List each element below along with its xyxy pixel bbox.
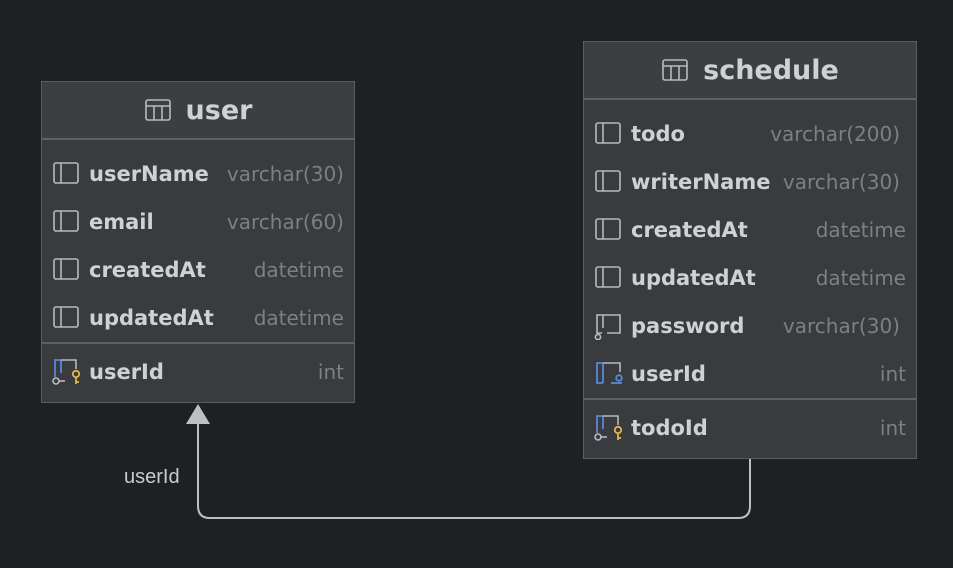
column-icon [53, 162, 79, 184]
column-name: password [631, 314, 745, 338]
column-row[interactable]: updatedAt datetime [42, 294, 354, 342]
column-type: int [879, 362, 906, 386]
column-type: datetime [815, 266, 906, 290]
column-icon [595, 170, 621, 192]
column-name: email [89, 210, 154, 234]
table-header: schedule [584, 42, 916, 100]
column-name: createdAt [89, 258, 206, 282]
column-row[interactable]: writerName varchar(30) [584, 158, 916, 206]
column-type: varchar(60) [226, 210, 344, 234]
table-title: user [185, 94, 253, 126]
column-type: varchar(30) [782, 170, 900, 194]
column-name: todoId [631, 416, 708, 440]
table-icon [144, 99, 171, 121]
relationship-arrowhead [186, 404, 210, 424]
column-type: int [317, 360, 344, 384]
column-row[interactable]: todo varchar(200) [584, 110, 916, 158]
column-name: updatedAt [631, 266, 756, 290]
column-type: datetime [253, 258, 344, 282]
column-name: todo [631, 122, 685, 146]
primary-key-row[interactable]: todoId int [584, 400, 916, 456]
column-row[interactable]: createdAt datetime [584, 206, 916, 254]
column-icon [595, 218, 621, 240]
column-name: updatedAt [89, 306, 214, 330]
column-row[interactable]: email varchar(60) [42, 198, 354, 246]
column-icon [53, 258, 79, 280]
column-name: writerName [631, 170, 771, 194]
column-row[interactable]: userName varchar(30) [42, 150, 354, 198]
key-separator [584, 398, 916, 400]
primary-key-icon [52, 359, 81, 385]
column-row[interactable]: password varchar(30) [584, 302, 916, 350]
key-separator [42, 342, 354, 344]
column-icon [595, 122, 621, 144]
column-name: createdAt [631, 218, 748, 242]
primary-key-row[interactable]: userId int [42, 344, 354, 400]
table-header: user [42, 82, 354, 140]
column-icon [595, 266, 621, 288]
column-type: datetime [253, 306, 344, 330]
primary-key-icon [594, 415, 623, 441]
column-name: userId [89, 360, 164, 384]
column-row[interactable]: updatedAt datetime [584, 254, 916, 302]
column-type: datetime [815, 218, 906, 242]
column-type: int [879, 416, 906, 440]
table-schedule[interactable]: schedule todo varchar(200) writerName va… [583, 41, 917, 459]
column-type: varchar(30) [226, 162, 344, 186]
column-icon [53, 306, 79, 328]
foreign-key-icon [596, 362, 623, 384]
column-type: varchar(200) [770, 122, 900, 146]
table-icon [662, 59, 688, 81]
foreign-key-row[interactable]: userId int [584, 350, 916, 398]
table-title: schedule [703, 54, 839, 86]
column-name: userId [631, 362, 706, 386]
column-name: userName [89, 162, 209, 186]
column-type: varchar(30) [782, 314, 900, 338]
table-user[interactable]: user userName varchar(30) email varchar(… [41, 81, 355, 403]
password-column-icon [594, 314, 621, 340]
column-icon [53, 210, 79, 232]
relationship-label: userId [124, 466, 180, 488]
column-row[interactable]: createdAt datetime [42, 246, 354, 294]
relationship-line [197, 424, 751, 519]
